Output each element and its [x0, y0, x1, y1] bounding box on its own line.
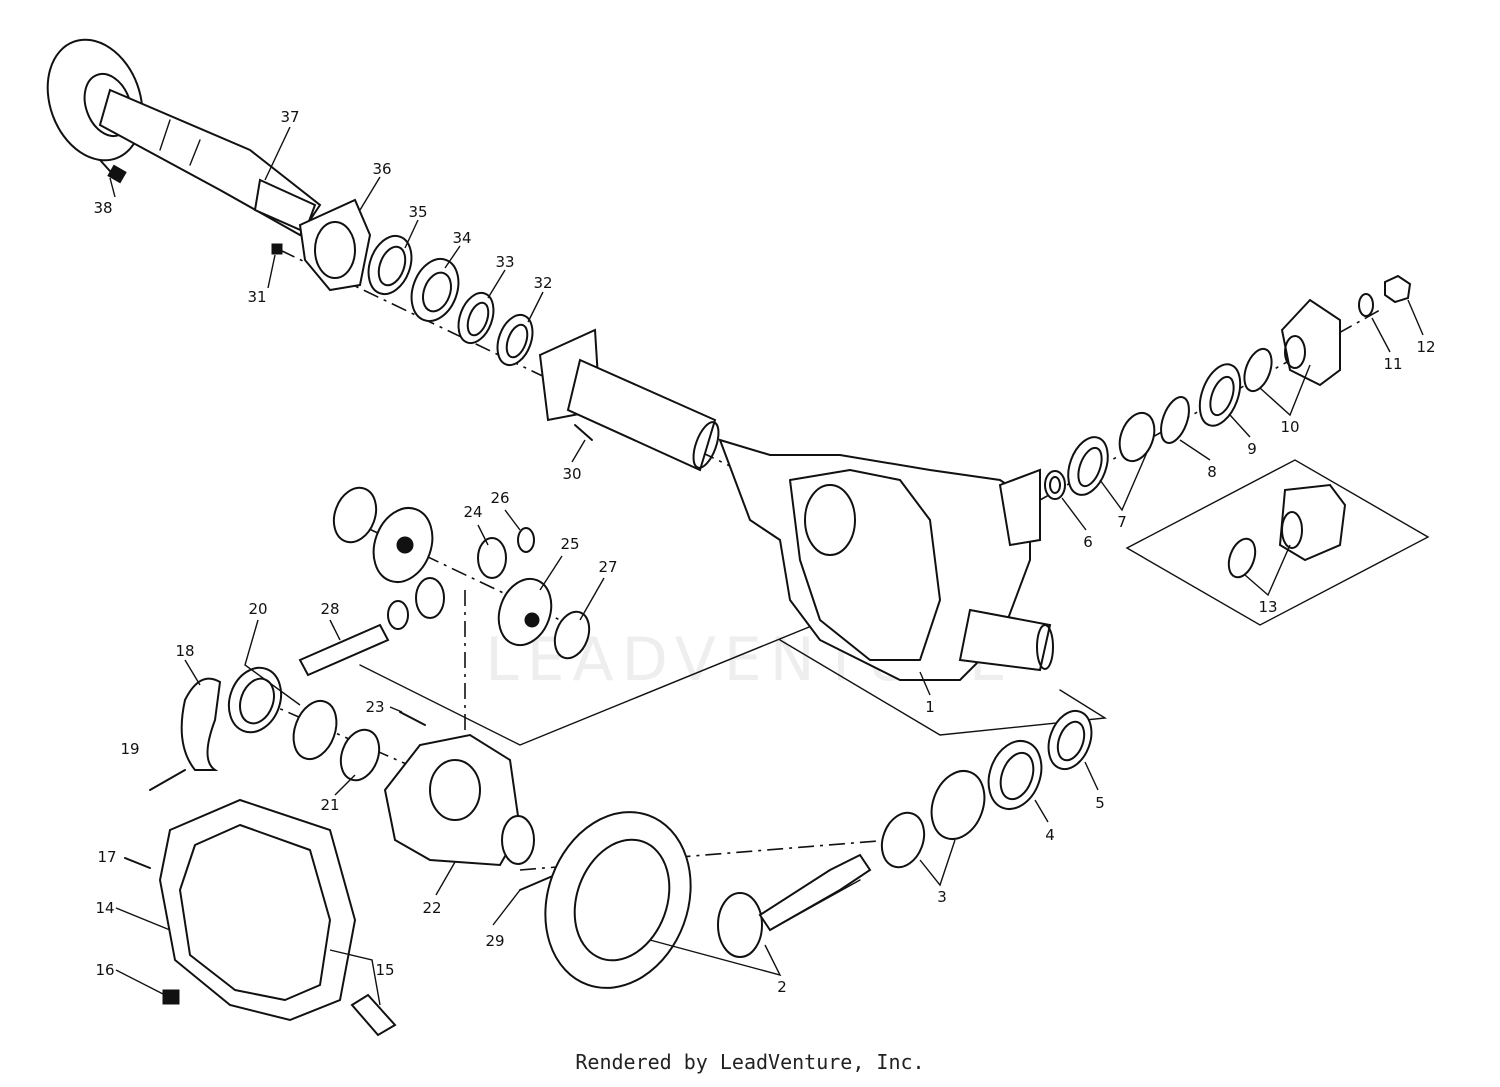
yoke-kit-box-part-13 [1125, 459, 1430, 626]
bolt-part-23 [399, 711, 426, 726]
ring-and-pinion-part-2 [544, 811, 872, 989]
pin-part-29 [519, 874, 556, 891]
pinion-shaft-part-28 [298, 623, 390, 677]
callout-36: 36 [372, 160, 391, 178]
bearing-cup-cone-part-20 [227, 666, 338, 761]
seal-part-9 [1198, 363, 1242, 427]
callout-13: 13 [1258, 598, 1277, 616]
callout-4: 4 [1045, 826, 1055, 844]
callout-16: 16 [95, 961, 114, 979]
callout-30: 30 [562, 465, 581, 483]
washer-part-8 [1160, 396, 1190, 444]
callout-5: 5 [1095, 794, 1105, 812]
callout-20: 20 [248, 600, 267, 618]
ring-part-33 [457, 291, 495, 345]
shim-pack-part-4 [987, 740, 1043, 810]
callout-22: 22 [422, 899, 441, 917]
bolt-part-19 [149, 769, 186, 791]
bolt-part-17 [124, 857, 151, 869]
callout-10: 10 [1280, 418, 1299, 436]
callout-1: 1 [925, 698, 935, 716]
callout-24: 24 [463, 503, 482, 521]
callout-35: 35 [408, 203, 427, 221]
differential-housing-part-1 [718, 438, 1054, 681]
callout-32: 32 [533, 274, 552, 292]
callout-9: 9 [1247, 440, 1257, 458]
nut-part-12 [1384, 274, 1412, 304]
side-gear-left [332, 486, 434, 583]
footer-credit: Rendered by LeadVenture, Inc. [575, 1050, 925, 1074]
callout-38: 38 [93, 199, 112, 217]
bearing-cap-part-18 [180, 677, 222, 771]
thrust-washer-part-27 [553, 610, 591, 660]
pinion-bearing-part-3 [880, 770, 986, 869]
callout-12: 12 [1416, 338, 1435, 356]
gasket-plate-part-36 [298, 198, 372, 292]
washer-part-11 [1358, 293, 1374, 317]
callout-29: 29 [485, 932, 504, 950]
bearing-part-34 [410, 258, 460, 322]
callout-18: 18 [175, 642, 194, 660]
callout-34: 34 [452, 229, 471, 247]
plug-part-16 [162, 989, 180, 1005]
callout-3: 3 [937, 888, 947, 906]
pinion-gear-part-24 [477, 537, 507, 579]
side-gear-part-25 [497, 577, 553, 647]
callout-23: 23 [365, 698, 384, 716]
baffle-part-5 [1047, 709, 1093, 771]
callout-8: 8 [1207, 463, 1217, 481]
callout-28: 28 [320, 600, 339, 618]
callout-19: 19 [120, 740, 139, 758]
thrust-washer-part-26 [517, 527, 535, 553]
nut-part-31 [271, 243, 283, 255]
callout-26: 26 [490, 489, 509, 507]
callout-25: 25 [560, 535, 579, 553]
callout-21: 21 [320, 796, 339, 814]
callout-14: 14 [95, 899, 114, 917]
yoke-part-10 [1243, 298, 1341, 393]
seal-part-32 [496, 313, 534, 367]
callout-2: 2 [777, 978, 787, 996]
plug-part-15 [350, 993, 397, 1037]
callout-7: 7 [1117, 513, 1127, 531]
callout-37: 37 [280, 108, 299, 126]
callout-27: 27 [598, 558, 617, 576]
callout-17: 17 [97, 848, 116, 866]
shim-part-21 [339, 728, 381, 782]
axle-shaft-part-37 [46, 38, 322, 237]
axle-tube [538, 328, 720, 472]
bolt-part-38 [99, 159, 127, 184]
pinion-gear-small [387, 577, 445, 630]
callout-labels: 1 2 3 4 5 6 7 8 9 10 11 12 13 14 15 16 1… [93, 108, 1435, 996]
callout-15: 15 [375, 961, 394, 979]
pinion-bearing-part-7 [1067, 411, 1156, 496]
differential-case-part-22 [383, 733, 535, 867]
bolt-part-30 [574, 424, 593, 441]
callout-31: 31 [247, 288, 266, 306]
differential-cover-part-14 [158, 798, 357, 1022]
seal-ring-part-35 [367, 234, 413, 296]
leader-lines [109, 126, 1424, 1006]
crush-sleeve-part-6 [1044, 470, 1066, 500]
callout-33: 33 [495, 253, 514, 271]
callout-11: 11 [1383, 355, 1402, 373]
callout-6: 6 [1083, 533, 1093, 551]
